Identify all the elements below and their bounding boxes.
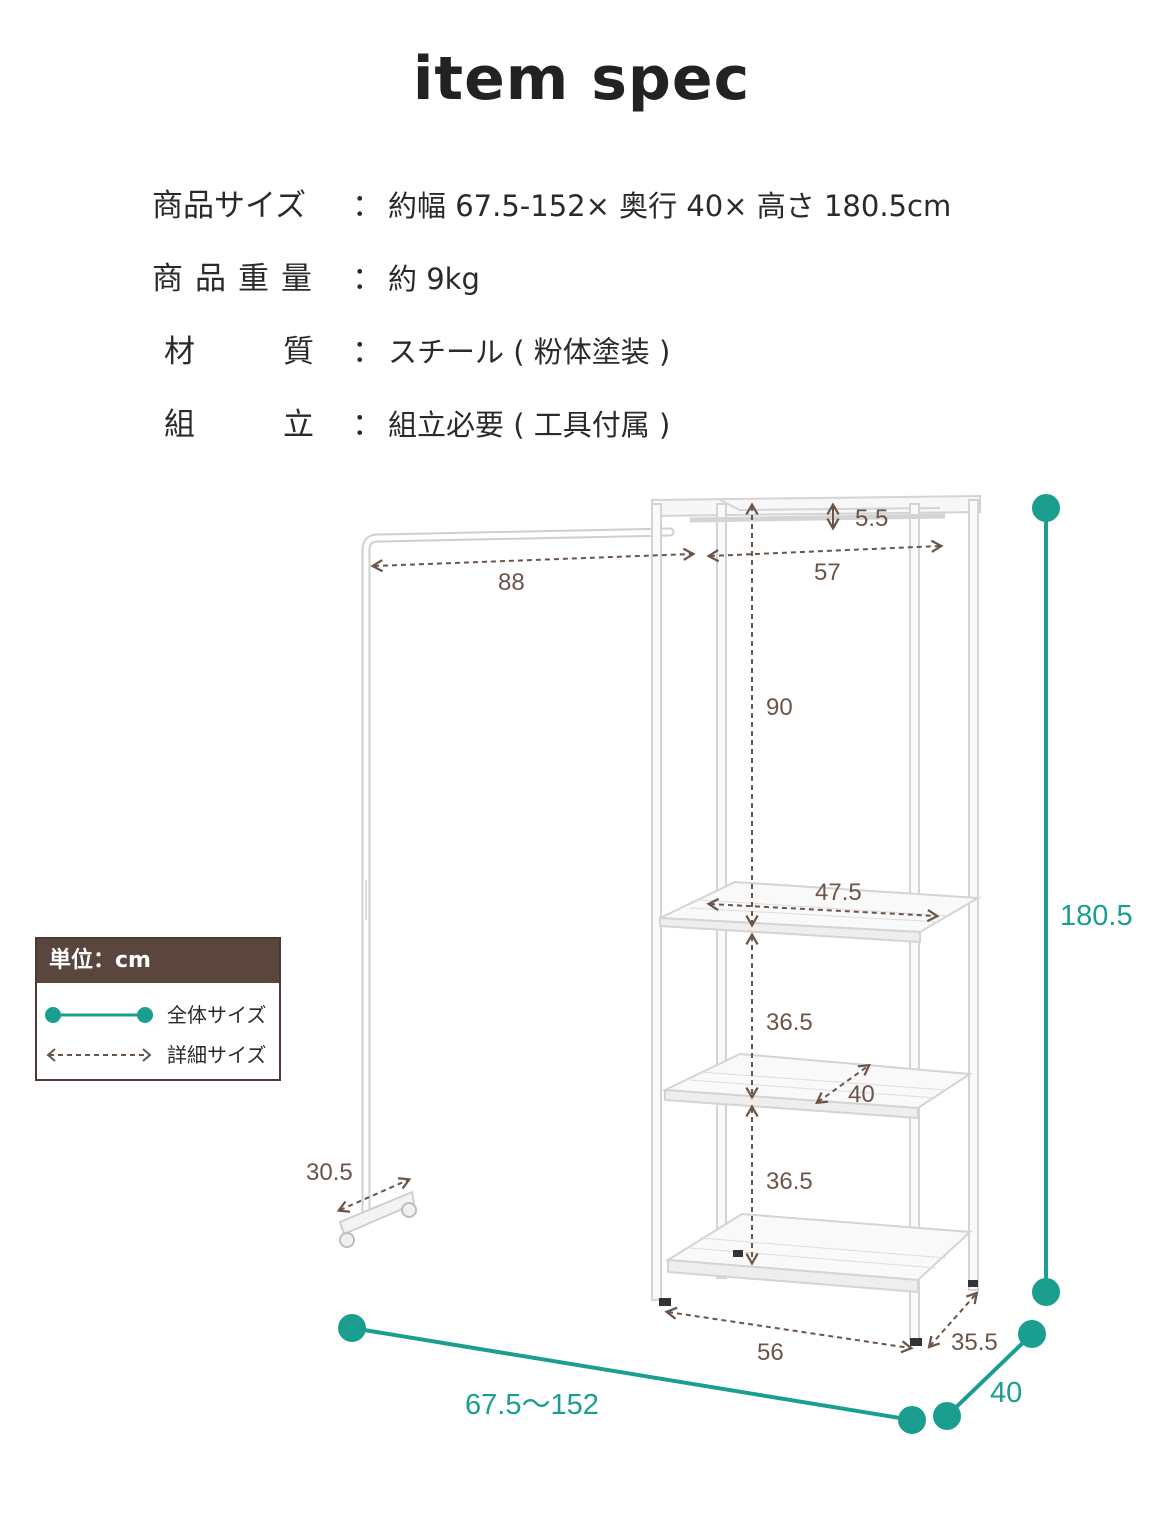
arrow-arm-length bbox=[370, 547, 696, 573]
arrow-base-depth bbox=[336, 1177, 412, 1213]
rack-feet bbox=[659, 1250, 978, 1346]
legend: 単位：cm 全体サイズ 詳細サイズ bbox=[35, 937, 281, 1081]
line-total-width bbox=[351, 1326, 913, 1422]
legend-teal-line-icon bbox=[45, 1007, 153, 1023]
spec-label-size: 商品サイズ bbox=[152, 188, 307, 224]
dot bbox=[1032, 494, 1060, 522]
spec-label-weight: 商品重量 bbox=[152, 261, 324, 297]
detail-arrows bbox=[336, 502, 979, 1354]
spec-colon: ： bbox=[352, 188, 383, 224]
label-top-gap: 5.5 bbox=[855, 505, 888, 532]
spec-label-assembly: 組 立 bbox=[152, 403, 314, 447]
spec-value-weight: 約 9kg bbox=[388, 262, 480, 296]
label-shelf-gap-2: 36.5 bbox=[766, 1168, 813, 1195]
label-top-width: 57 bbox=[814, 559, 841, 586]
dot bbox=[1032, 1278, 1060, 1306]
dot bbox=[338, 1314, 366, 1342]
label-arm-length: 88 bbox=[498, 569, 525, 596]
spec-value-material: スチール ( 粉体塗装 ) bbox=[388, 335, 671, 369]
label-shelf-depth: 40 bbox=[848, 1081, 875, 1108]
label-total-depth: 40 bbox=[990, 1377, 1022, 1409]
legend-detail-label: 詳細サイズ bbox=[167, 1043, 267, 1067]
label-total-width: 67.5～152 bbox=[465, 1389, 599, 1421]
legend-overall: 全体サイズ bbox=[37, 997, 279, 1033]
spec-label-material: 材 質 bbox=[152, 330, 314, 374]
hanger-arm bbox=[361, 527, 675, 1225]
dot bbox=[1018, 1320, 1046, 1348]
spec-colon: ： bbox=[352, 261, 383, 297]
label-base-depth: 30.5 bbox=[306, 1159, 353, 1186]
label-shelf-gap-1: 36.5 bbox=[766, 1009, 813, 1036]
dot bbox=[898, 1406, 926, 1434]
rack-frame bbox=[651, 494, 982, 1341]
spec-label-assembly-b: 立 bbox=[283, 407, 314, 443]
spec-value-size: 約幅 67.5-152× 奥行 40× 高さ 180.5cm bbox=[388, 189, 952, 223]
spec-colon: ： bbox=[352, 407, 383, 443]
label-bottom-width: 56 bbox=[757, 1339, 784, 1366]
spec-label-material-a: 材 bbox=[164, 334, 195, 370]
legend-unit: 単位：cm bbox=[37, 939, 279, 983]
arrow-bottom-depth bbox=[927, 1291, 979, 1349]
legend-overall-label: 全体サイズ bbox=[167, 1003, 267, 1027]
overall-lines bbox=[338, 494, 1060, 1434]
dot bbox=[933, 1402, 961, 1430]
label-hanging-height: 90 bbox=[766, 694, 793, 721]
legend-detail: 詳細サイズ bbox=[37, 1037, 279, 1073]
arrow-bottom-width bbox=[664, 1306, 914, 1354]
label-shelf-width: 47.5 bbox=[815, 879, 862, 906]
legend-dashed-arrow-icon bbox=[46, 1048, 152, 1062]
label-total-height: 180.5 bbox=[1060, 900, 1133, 932]
spec-colon: ： bbox=[352, 334, 383, 370]
spec-value-assembly: 組立必要 ( 工具付属 ) bbox=[388, 408, 671, 442]
arrow-shelf-width bbox=[706, 897, 940, 923]
arrow-top-width bbox=[706, 539, 944, 563]
page-title: item spec bbox=[412, 44, 751, 114]
spec-label-material-b: 質 bbox=[283, 334, 314, 370]
label-bottom-depth: 35.5 bbox=[951, 1329, 998, 1356]
arrow-shelf-depth bbox=[815, 1063, 871, 1105]
spec-label-assembly-a: 組 bbox=[164, 407, 195, 443]
line-total-depth bbox=[945, 1332, 1034, 1418]
hanger-base bbox=[338, 1190, 417, 1248]
